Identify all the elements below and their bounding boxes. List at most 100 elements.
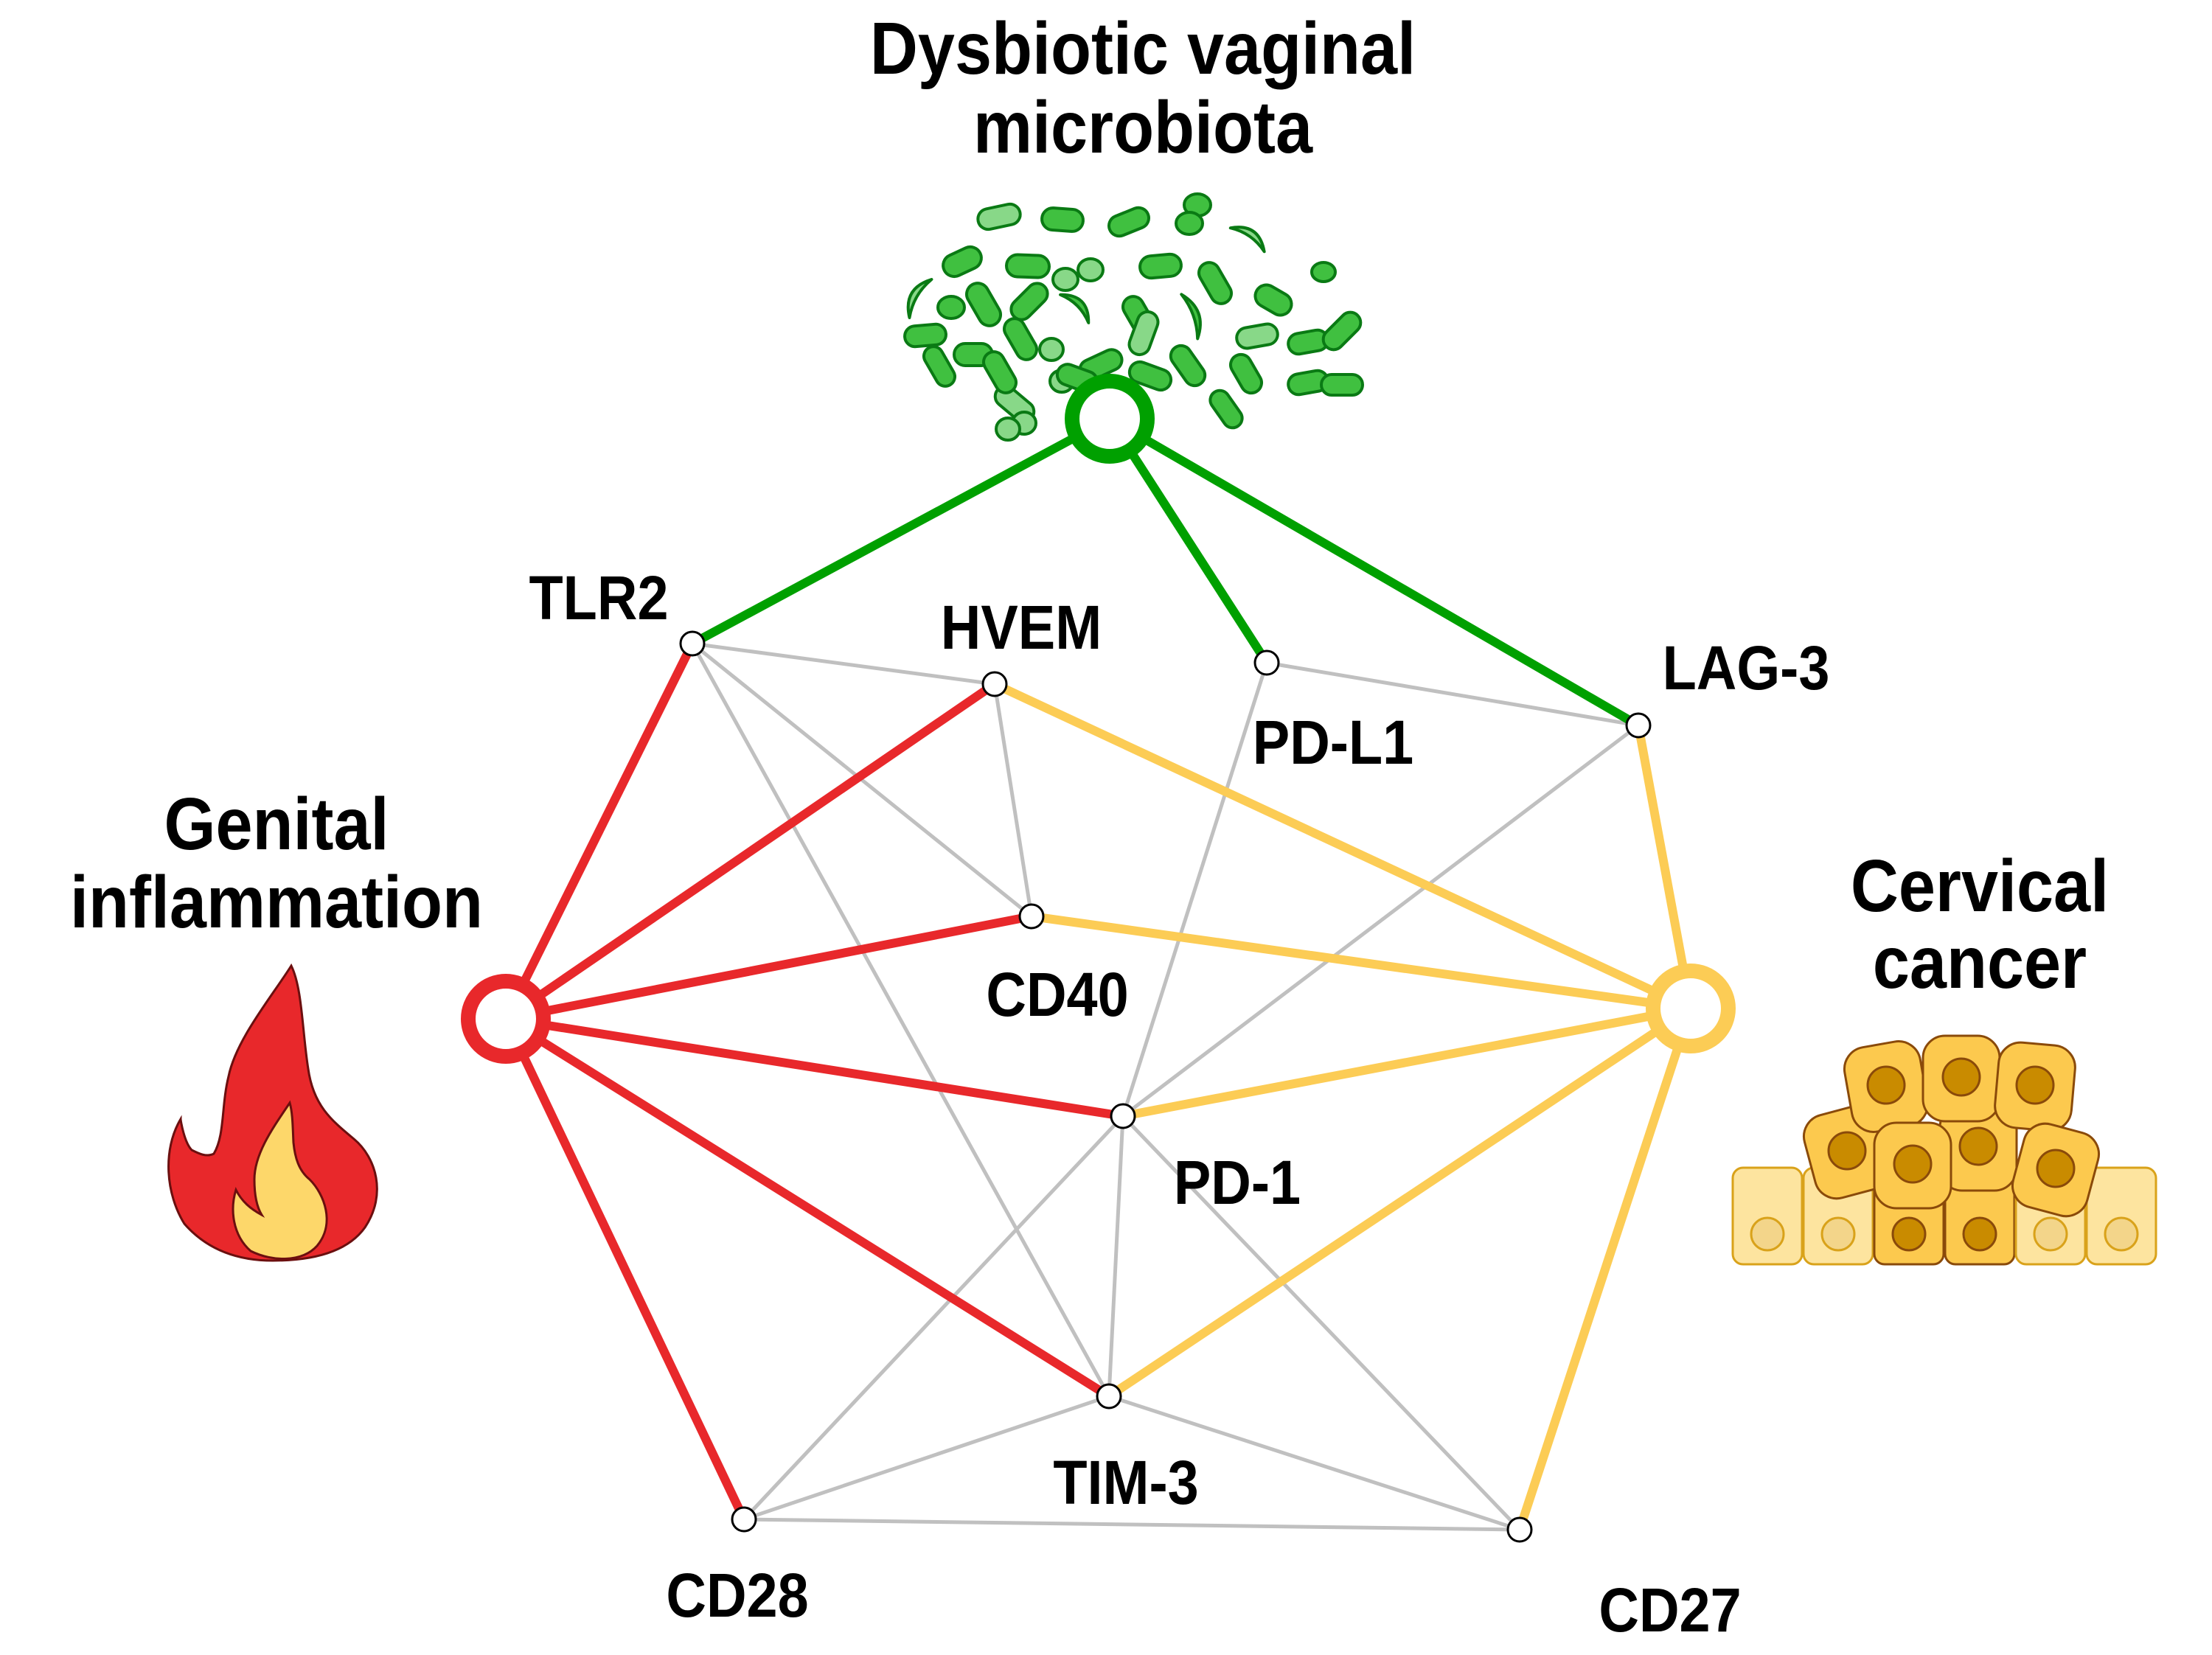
hub-node-microbiota — [1065, 374, 1155, 464]
edge-microbiota-pd-l1 — [1105, 416, 1271, 666]
edge-cancer-hvem — [992, 680, 1693, 1013]
bacterium-rod — [1107, 206, 1150, 238]
bacterium-coccus — [936, 295, 966, 320]
edge-cancer-lag-3 — [1634, 724, 1695, 1010]
node-hvem — [981, 671, 1008, 697]
bacterium-coccus — [1051, 267, 1079, 292]
bacterium-rod — [1040, 206, 1085, 233]
node-label-tim-3: TIM-3 — [1053, 1448, 1198, 1517]
edge-tlr2-hvem — [692, 641, 995, 686]
node-label-hvem: HVEM — [941, 593, 1102, 662]
flame-icon — [167, 963, 378, 1262]
cell-nucleus — [1962, 1216, 1997, 1252]
node-tim-3 — [1096, 1383, 1122, 1410]
bacterium-rod — [1320, 373, 1364, 397]
bacterium-rod — [976, 202, 1022, 231]
edge-inflammation-cd40 — [504, 912, 1033, 1023]
hub-title-cancer-line1: Cervical — [1851, 846, 2109, 927]
bacterium-curve — [1180, 293, 1202, 341]
edge-pd-1-cd27 — [1121, 1115, 1521, 1531]
edge-inflammation-hvem — [503, 680, 998, 1022]
edge-pd-l1-pd-1 — [1121, 662, 1269, 1117]
hub-title-cancer-line2: cancer — [1873, 922, 2087, 1004]
hub-title-inflammation-line2: inflammation — [70, 862, 483, 944]
node-label-cd40: CD40 — [986, 960, 1128, 1029]
bacterium-rod — [1138, 252, 1183, 280]
edge-tlr2-tim-3 — [690, 642, 1111, 1398]
tumor-nucleus — [2015, 1065, 2055, 1105]
epithelial-cell — [2085, 1166, 2157, 1266]
edge-inflammation-tlr2 — [501, 641, 697, 1021]
bacterium-rod — [1169, 344, 1207, 388]
node-cd27 — [1506, 1516, 1533, 1543]
node-pd-1 — [1110, 1103, 1136, 1129]
bacterium-rod — [1253, 283, 1293, 317]
bacterium-rod — [1009, 282, 1049, 321]
epithelial-cell — [1731, 1166, 1804, 1266]
bacterium-curve — [1059, 293, 1091, 324]
hub-title-microbiota-line1: Dysbiotic vaginal — [870, 8, 1416, 90]
node-pd-l1 — [1253, 649, 1280, 676]
bacterium-rod — [922, 345, 956, 388]
node-lag-3 — [1625, 712, 1652, 739]
bacterium-curve — [906, 278, 933, 319]
node-label-cd27: CD27 — [1599, 1575, 1741, 1645]
edge-cancer-tim-3 — [1106, 1005, 1694, 1400]
hub-title-inflammation-line1: Genital — [164, 784, 389, 865]
edge-cancer-cd27 — [1515, 1007, 1695, 1531]
node-label-cd28: CD28 — [666, 1561, 808, 1630]
bacterium-curve — [1228, 226, 1266, 254]
bacterium-rod — [1197, 261, 1233, 305]
edges — [501, 414, 1695, 1532]
marker-nodes — [679, 630, 1652, 1543]
bacterium-rod — [982, 350, 1018, 394]
hub-nodes — [461, 374, 1736, 1064]
bacterium-rod — [965, 282, 1002, 327]
edge-microbiota-tlr2 — [690, 414, 1112, 648]
tumor-nucleus — [1958, 1126, 1998, 1166]
tumor-nucleus — [1941, 1057, 1981, 1097]
node-cd40 — [1018, 903, 1045, 930]
edge-inflammation-tim-3 — [503, 1014, 1112, 1401]
node-tlr2 — [679, 630, 706, 657]
labels: Dysbiotic vaginal microbiota Genital inf… — [70, 8, 2109, 1645]
node-label-pd-1: PD-1 — [1174, 1148, 1301, 1217]
tumor-cells-icon — [1731, 1034, 2157, 1266]
bacterium-coccus — [1038, 337, 1065, 362]
edge-cancer-cd40 — [1031, 912, 1691, 1013]
node-label-pd-l1: PD-L1 — [1253, 708, 1413, 777]
bacterium-rod — [1208, 389, 1244, 430]
edge-pd-1-cd28 — [742, 1115, 1124, 1521]
edge-cd28-cd27 — [743, 1517, 1520, 1532]
edge-pd-1-tim-3 — [1107, 1115, 1125, 1397]
bacterium-coccus — [1077, 257, 1105, 282]
tumor-nucleus — [1866, 1065, 1906, 1105]
edge-hvem-cd40 — [992, 683, 1034, 917]
bacterium-coccus — [1175, 211, 1204, 236]
bacteria-cluster-icon — [903, 192, 1364, 442]
tumor-nucleus — [2036, 1149, 2076, 1188]
flame-inner — [232, 1100, 328, 1260]
node-cd28 — [731, 1506, 757, 1533]
node-label-tlr2: TLR2 — [529, 563, 669, 633]
node-label-lag-3: LAG-3 — [1663, 633, 1830, 703]
edge-cancer-pd-1 — [1121, 1004, 1692, 1121]
edge-tim-3-cd27 — [1108, 1394, 1520, 1532]
tumor-nucleus — [1827, 1131, 1867, 1171]
cell-nucleus — [1891, 1216, 1927, 1252]
bacterium-rod — [1235, 322, 1279, 350]
bacterium-rod — [1321, 310, 1363, 352]
cell-nucleus — [2104, 1216, 2139, 1252]
hub-node-inflammation — [461, 974, 551, 1064]
cell-nucleus — [1820, 1216, 1856, 1252]
edge-inflammation-pd-1 — [505, 1014, 1124, 1121]
hub-title-microbiota-line2: microbiota — [973, 87, 1313, 169]
edge-pd-l1-lag-3 — [1266, 661, 1639, 728]
edge-lag-3-pd-1 — [1121, 724, 1640, 1118]
edge-inflammation-cd28 — [501, 1017, 748, 1522]
bacterium-rod — [1127, 310, 1160, 357]
bacterium-coccus — [995, 417, 1021, 442]
bacterium-coccus — [1310, 261, 1337, 283]
bacterium-rod — [1229, 352, 1263, 395]
